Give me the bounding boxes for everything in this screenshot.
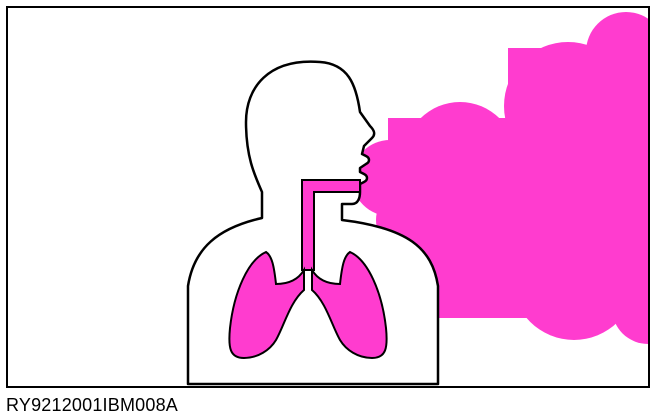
exhale-illustration [8,8,650,388]
figure-frame [6,6,650,388]
figure-caption: RY9212001IBM008A [6,394,178,416]
